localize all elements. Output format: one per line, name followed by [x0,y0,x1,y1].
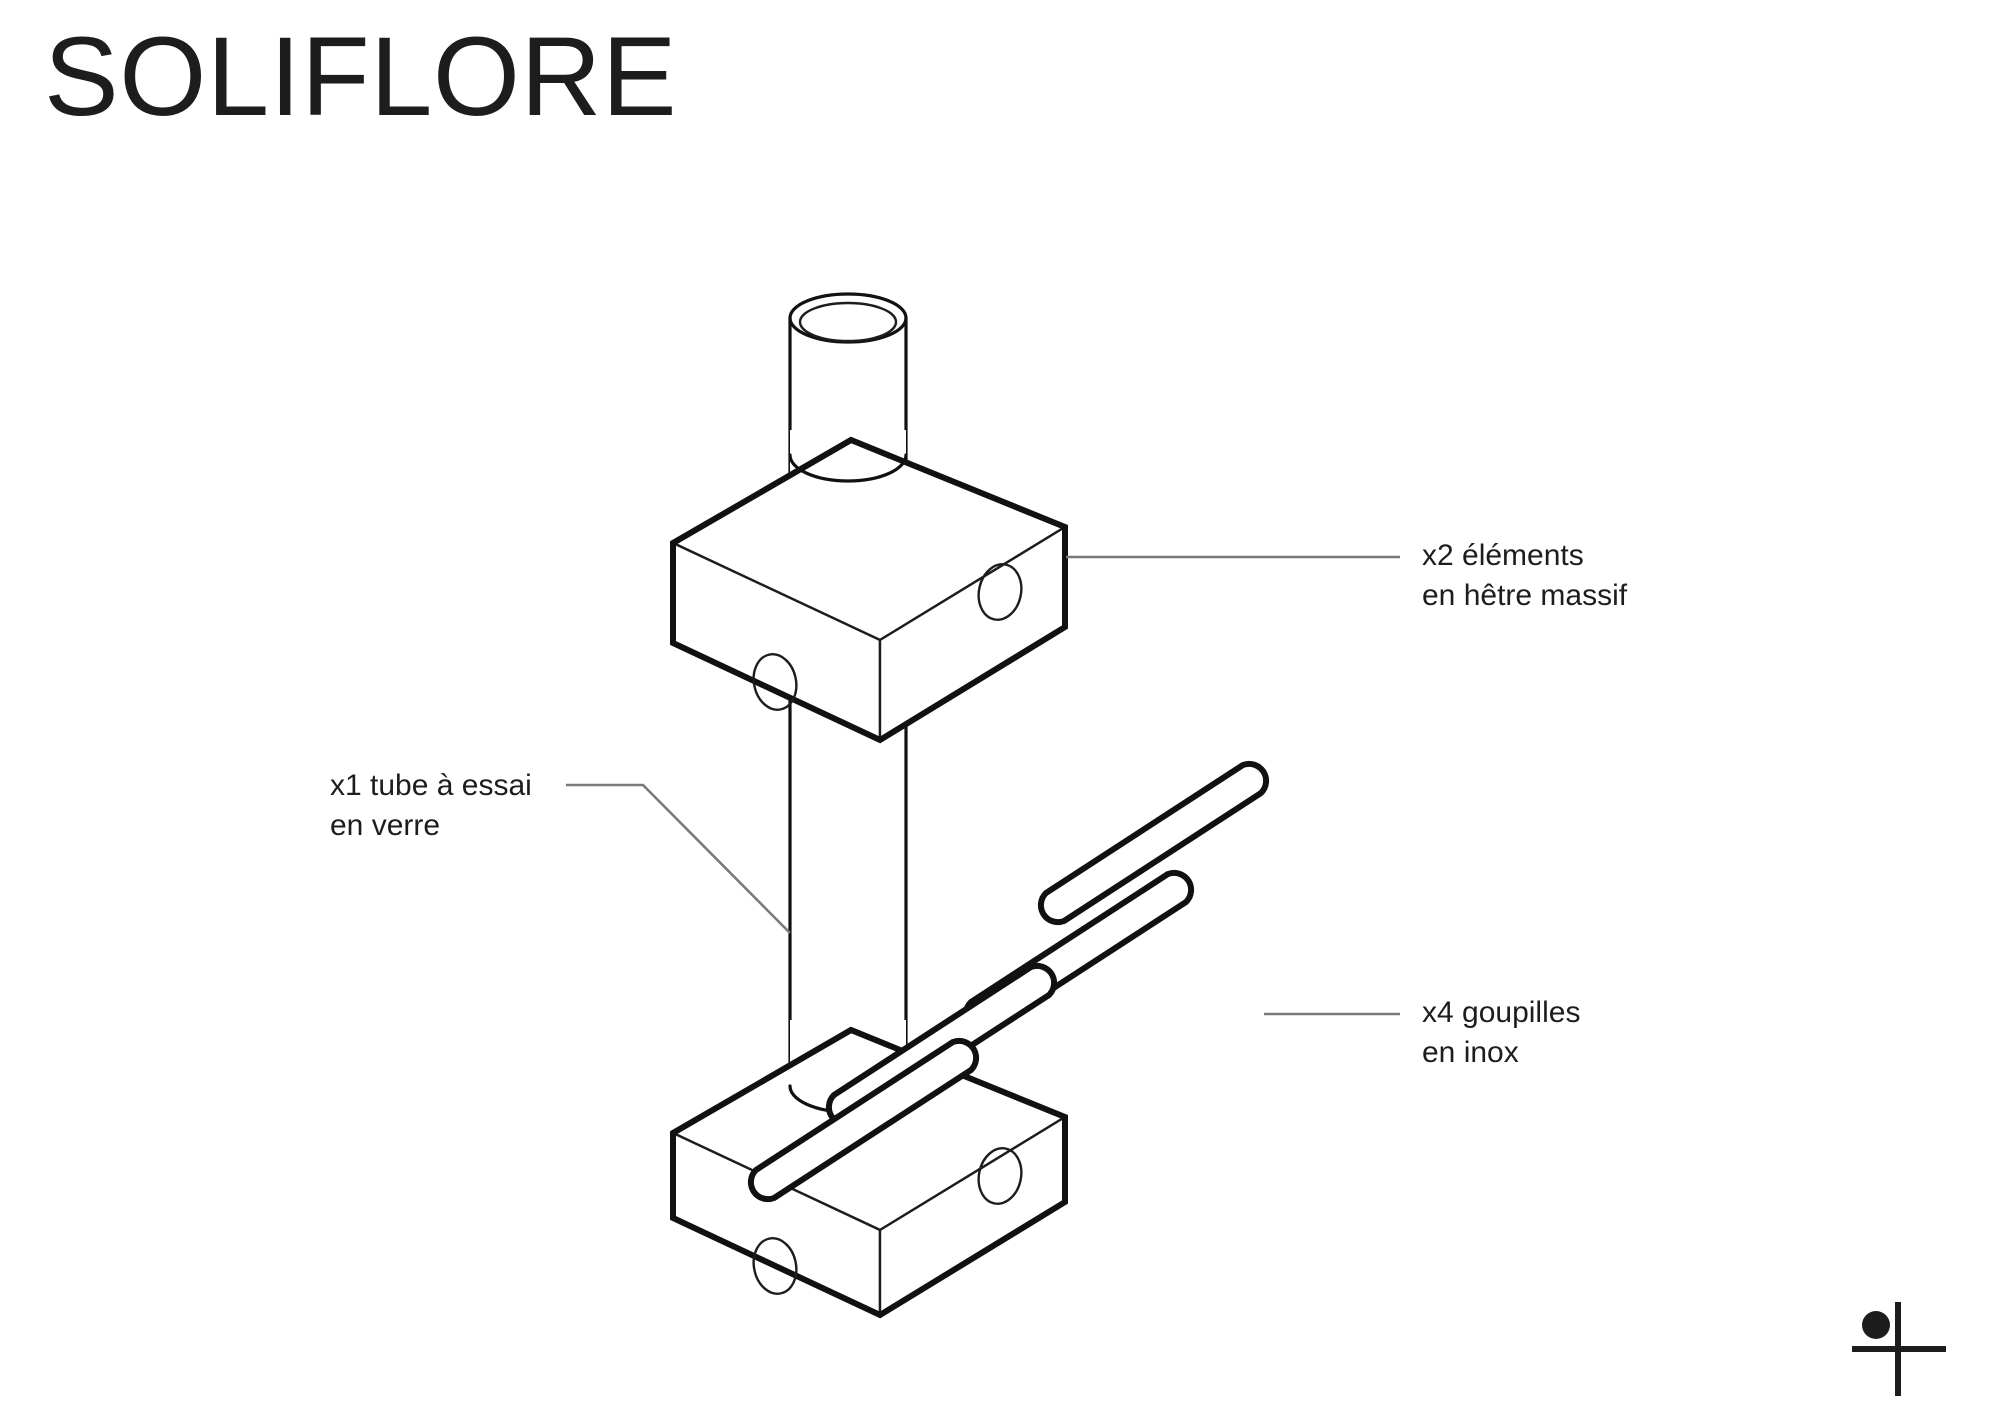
pin-4 [747,1037,980,1203]
stainless-pins-group [747,760,1270,1203]
callout-elements: x2 éléments en hêtre massif [1422,536,1627,616]
callout-elements-line2: en hêtre massif [1422,579,1628,613]
leader-tube [566,783,791,934]
callout-pins: x4 goupilles en inox [1422,993,1580,1073]
logo-mark [1852,1302,1946,1396]
callout-elements-line1: x2 éléments [1422,539,1584,572]
pin-2 [1037,760,1270,926]
callout-tube-line1: x1 tube à essai [330,769,532,802]
callout-pins-line2: en inox [1422,1036,1519,1070]
top-wood-block [670,430,1068,744]
callout-tube-line2: en verre [330,809,441,843]
callout-tube: x1 tube à essai en verre [330,766,532,846]
bottom-wood-block [670,1020,1068,1319]
leader-lines [566,555,1400,1016]
page-title: SOLIFLORE [44,14,678,139]
callout-pins-line1: x4 goupilles [1422,996,1581,1029]
